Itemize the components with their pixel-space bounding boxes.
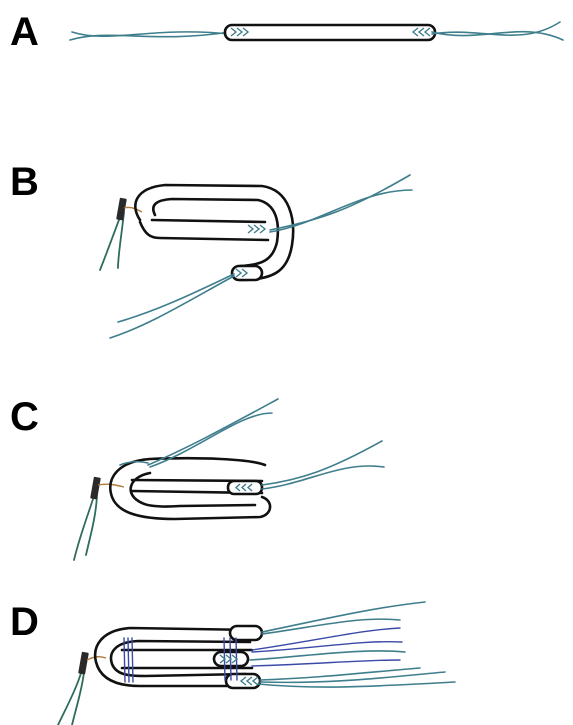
- sleeve-middle-bottom: [140, 222, 268, 240]
- panel-d-drawing: [0, 590, 573, 725]
- clip-marker: [90, 477, 101, 500]
- panel-d: D: [0, 590, 573, 725]
- wrap-left-2: [128, 638, 129, 682]
- panel-a-drawing: [0, 0, 573, 120]
- panel-a: A: [0, 0, 573, 120]
- sleeve-loop-inner: [153, 199, 278, 266]
- connector-strand: [124, 207, 142, 212]
- wrap-left-1: [124, 638, 125, 682]
- thread-lower-2: [110, 276, 234, 338]
- sleeve-middle-top: [152, 220, 265, 222]
- thread-right-1: [262, 441, 382, 485]
- thread-fan-6: [252, 660, 400, 666]
- thread-fan-7: [260, 668, 420, 680]
- thread-fan-2: [262, 619, 400, 634]
- sleeve-tube: [225, 25, 435, 40]
- sleeve-end-cap-top: [230, 626, 262, 640]
- panel-b-drawing: [0, 150, 573, 350]
- panel-c: C: [0, 385, 573, 570]
- chevron-mid: [248, 225, 265, 233]
- thread-lower-1: [118, 274, 234, 322]
- panel-c-drawing: [0, 385, 573, 570]
- thread-fan-3: [252, 628, 400, 650]
- thread-upper-1: [270, 175, 410, 230]
- sleeve-end-cap: [228, 481, 262, 494]
- panel-b: B: [0, 150, 573, 350]
- thread-fan-1: [262, 602, 425, 632]
- wrap-left-3: [132, 638, 133, 682]
- clip-marker: [116, 198, 127, 221]
- thread-fan-5: [250, 651, 405, 660]
- clip-marker: [78, 652, 89, 675]
- thread-upper-1: [148, 399, 278, 465]
